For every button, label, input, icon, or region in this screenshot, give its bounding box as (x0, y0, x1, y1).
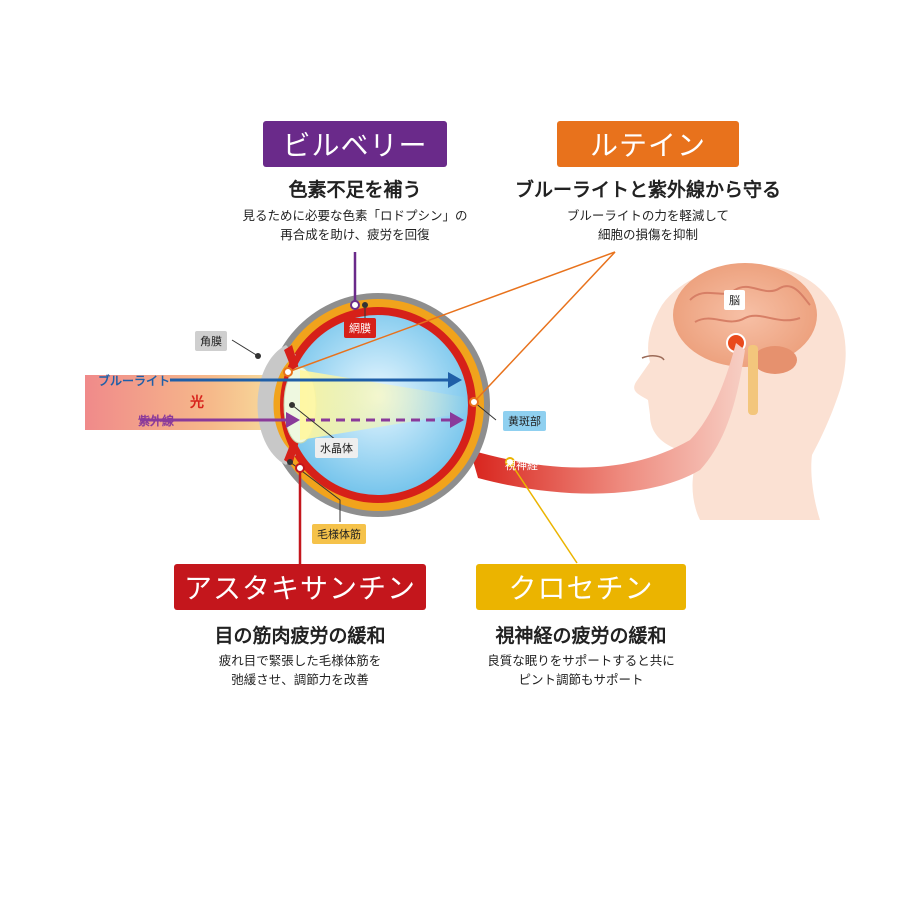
optic-nerve-shape (470, 343, 745, 494)
astaxanthin-headline: 目の筋肉疲労の緩和 (214, 625, 386, 647)
lens-label: 水晶体 (315, 438, 358, 458)
crocetin-headline: 視神経の疲労の緩和 (495, 625, 667, 647)
crocetin-desc-line2: ピント調節もサポート (518, 672, 644, 687)
crocetin-title: クロセチン (508, 572, 654, 605)
light-label: 光 (190, 395, 204, 411)
blue-light-label: ブルーライト (98, 374, 171, 388)
crocetin-desc-line1: 良質な眠りをサポートすると共に (487, 653, 675, 668)
astaxanthin-desc-line1: 疲れ目で緊張した毛様体筋を (218, 653, 382, 668)
crocetin-title-box: クロセチン (476, 564, 686, 610)
lutein-desc-line2: 細胞の損傷を抑制 (597, 227, 698, 242)
cornea-label: 角膜 (195, 331, 227, 351)
optic-nerve-label: 視神経 (505, 459, 538, 472)
bilberry-headline: 色素不足を補う (288, 179, 422, 201)
astaxanthin-title: アスタキサンチン (183, 572, 416, 605)
cerebellum (753, 346, 797, 374)
astaxanthin-title-box: アスタキサンチン (174, 564, 426, 610)
bilberry-desc-line1: 見るために必要な色素「ロドプシン」の (242, 208, 468, 223)
brain-shape (673, 263, 817, 367)
astaxanthin-desc-line2: 弛緩させ、調節力を改善 (231, 672, 369, 687)
lutein-desc-line1: ブルーライトの力を軽減して (566, 208, 730, 223)
retina-label: 網膜 (344, 318, 376, 338)
bilberry-title-box: ビルベリー (263, 121, 447, 167)
macula-label: 黄斑部 (503, 411, 546, 431)
lutein-title: ルテイン (589, 129, 706, 162)
ciliary-muscle-label: 毛様体筋 (312, 524, 366, 544)
lutein-headline: ブルーライトと紫外線から守る (514, 179, 781, 201)
brain-label: 脳 (724, 290, 745, 310)
cornea-shape (257, 345, 296, 465)
bilberry-title: ビルベリー (282, 129, 428, 162)
lutein-title-box: ルテイン (557, 121, 739, 167)
bilberry-desc-line2: 再合成を助け、疲労を回復 (280, 227, 430, 242)
uv-label: 紫外線 (138, 414, 175, 428)
